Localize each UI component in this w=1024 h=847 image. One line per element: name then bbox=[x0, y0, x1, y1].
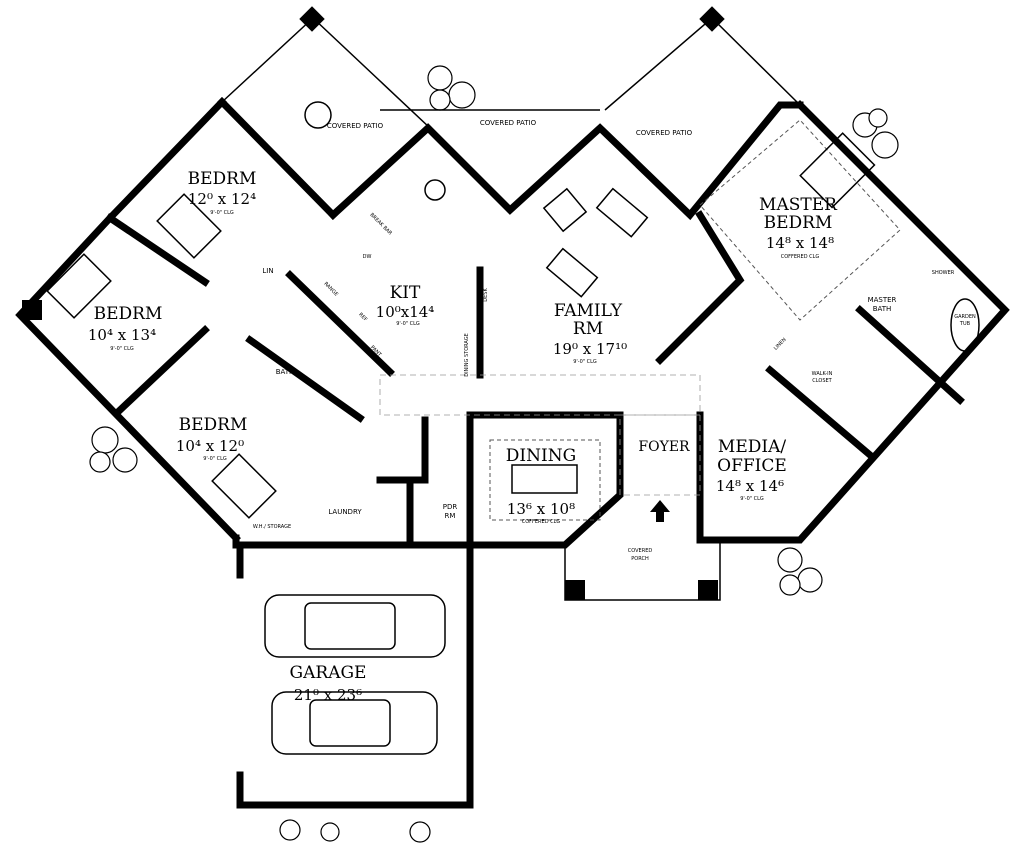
label-garden-tub-2: TUB bbox=[959, 321, 971, 327]
car-icon bbox=[264, 594, 446, 658]
label-ref: REF bbox=[357, 312, 368, 323]
patio-table-icon bbox=[304, 101, 332, 129]
clg-master: COFFERED CLG bbox=[781, 254, 820, 260]
label-walk-in-closet: WALK-IN bbox=[812, 371, 833, 377]
kitchen-table-icon bbox=[424, 179, 446, 201]
bed-icon bbox=[211, 453, 277, 519]
sofa-icon bbox=[545, 247, 599, 298]
label-office: OFFICE bbox=[717, 456, 787, 476]
bed-icon bbox=[156, 193, 222, 259]
label-shower: SHOWER bbox=[932, 270, 955, 276]
dims-master: 14⁸ x 14⁸ bbox=[766, 234, 834, 252]
label-dining: DINING bbox=[506, 446, 576, 466]
clg-bedrm-3: 9'-0" CLG bbox=[203, 456, 227, 462]
dims-garage: 21⁰ x 23⁶ bbox=[294, 686, 362, 704]
label-lin: LIN bbox=[262, 267, 273, 275]
label-storage-fireplace: STORAGE bbox=[711, 289, 732, 310]
label-walk-in-closet-2: CLOSET bbox=[812, 378, 832, 384]
label-kit: KIT bbox=[390, 283, 421, 303]
label-bedrm-3: BEDRM bbox=[179, 415, 248, 435]
label-pdr: PDR bbox=[443, 503, 458, 511]
label-covered-patio-right: COVERED PATIO bbox=[636, 129, 693, 137]
label-garden-tub: GARDEN bbox=[954, 314, 976, 320]
label-master-bedrm: BEDRM bbox=[764, 213, 833, 233]
label-dw: DW bbox=[363, 254, 372, 260]
patio-outlines bbox=[221, 6, 801, 129]
label-pdr-rm: RM bbox=[445, 512, 456, 520]
label-family-rm: RM bbox=[573, 319, 603, 339]
label-storage: W.H./ STORAGE bbox=[253, 524, 291, 530]
clg-family: 9'-0" CLG bbox=[573, 359, 597, 365]
clg-bedrm-1: 9'-0" CLG bbox=[210, 210, 234, 216]
walls bbox=[15, 97, 1010, 809]
clg-media: 9'-0" CLG bbox=[740, 496, 764, 502]
dims-media: 14⁸ x 14⁶ bbox=[716, 477, 784, 495]
car-icon bbox=[271, 691, 438, 755]
room-labels: COVERED PATIO COVERED PATIO COVERED PATI… bbox=[88, 119, 976, 704]
label-covered-patio-center: COVERED PATIO bbox=[480, 119, 537, 127]
label-bedrm-2: BEDRM bbox=[94, 304, 163, 324]
label-media: MEDIA/ bbox=[718, 437, 786, 457]
label-master-bath: MASTER bbox=[868, 296, 897, 304]
bed-icon bbox=[46, 253, 112, 319]
clg-dining: COFFERED CLG bbox=[522, 519, 561, 525]
dims-bedrm-3: 10⁴ x 12⁰ bbox=[176, 437, 244, 455]
label-break-bar: BREAK BAR bbox=[368, 212, 393, 237]
clg-kit: 9'-0" CLG bbox=[396, 321, 420, 327]
interior-details bbox=[46, 101, 980, 755]
label-laundry: LAUNDRY bbox=[328, 508, 362, 516]
dims-family: 19⁰ x 17¹⁰ bbox=[553, 340, 627, 358]
label-covered-porch: COVERED bbox=[628, 548, 653, 554]
label-master-bath-2: BATH bbox=[873, 305, 892, 313]
garden-tub-icon bbox=[950, 298, 980, 352]
label-master: MASTER bbox=[759, 195, 838, 215]
dims-kit: 10⁰x14⁴ bbox=[376, 303, 435, 321]
label-family: FAMILY bbox=[554, 301, 623, 321]
label-covered-porch-2: PORCH bbox=[631, 556, 649, 562]
dims-bedrm-1: 12⁰ x 12⁴ bbox=[188, 190, 256, 208]
bed-icon bbox=[799, 132, 876, 209]
dims-dining: 13⁶ x 10⁸ bbox=[507, 500, 575, 518]
label-desk: DESK bbox=[483, 288, 489, 302]
label-covered-patio-left: COVERED PATIO bbox=[327, 122, 384, 130]
label-linen: LINEN bbox=[773, 337, 788, 352]
label-bedrm-1: BEDRM bbox=[188, 169, 257, 189]
sofa-icon bbox=[542, 187, 588, 233]
entry-arrow-icon bbox=[650, 500, 670, 522]
dims-bedrm-2: 10⁴ x 13⁴ bbox=[88, 326, 156, 344]
landscaping bbox=[89, 65, 899, 843]
label-bath: BATH bbox=[276, 368, 295, 376]
label-range: RANGE bbox=[322, 281, 339, 298]
sofa-icon bbox=[595, 187, 649, 238]
label-foyer: FOYER bbox=[638, 439, 690, 455]
clg-bedrm-2: 9'-0" CLG bbox=[110, 346, 134, 352]
label-dining-storage: DINING STORAGE bbox=[464, 333, 470, 377]
label-garage: GARAGE bbox=[290, 663, 367, 683]
